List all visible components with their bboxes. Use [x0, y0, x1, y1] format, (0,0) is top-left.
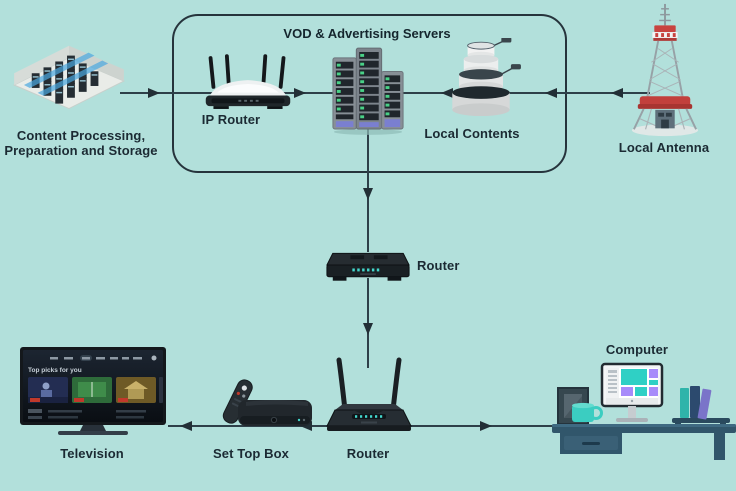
- tv-screen-heading: Top picks for you: [28, 367, 82, 374]
- label-ip-router: IP Router: [201, 112, 261, 127]
- label-home-router: Router: [346, 446, 390, 461]
- storage-discs-icon: [437, 37, 525, 131]
- monitor-icon: [600, 362, 664, 422]
- vod-box-title: VOD & Advertising Servers: [283, 26, 451, 41]
- wifi-router-icon: [323, 356, 415, 443]
- tv-nav-bar: [50, 355, 157, 361]
- server-rack-icon: [330, 44, 406, 141]
- label-set-top-box: Set Top Box: [213, 446, 289, 461]
- label-television: Television: [60, 446, 124, 461]
- books-icon: [672, 386, 730, 427]
- mug-icon: [572, 402, 603, 422]
- tv-thumbnails: [28, 377, 163, 403]
- tv-icon: Top picks for you: [20, 347, 166, 446]
- set-top-box-icon: [212, 376, 316, 437]
- antenna-tower-icon: [628, 2, 702, 145]
- ip-router-icon: [200, 54, 296, 119]
- modem-router-icon: [323, 249, 413, 290]
- tv-list-rows: [28, 409, 146, 419]
- label-local-contents: Local Contents: [424, 126, 520, 141]
- desk-drawer: [560, 433, 622, 454]
- label-core-router: Router: [417, 258, 460, 273]
- label-computer: Computer: [605, 342, 669, 357]
- label-local-antenna: Local Antenna: [618, 140, 710, 155]
- label-content-processing: Content Processing, Preparation and Stor…: [4, 128, 158, 158]
- server-room-icon: [10, 36, 128, 139]
- arrowheads: [148, 88, 623, 431]
- computer-desk-icon: [552, 356, 736, 471]
